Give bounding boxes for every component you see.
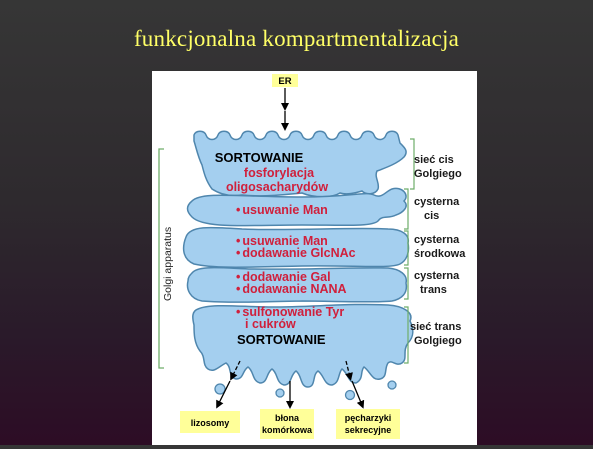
side-label-cis-cisterna: cysterna cis [404,189,460,229]
svg-text:sieć cis: sieć cis [414,154,454,166]
cis-cisterna-item1: •usuwanie Man [236,203,328,217]
medial-cisterna-item2-text: dodawanie GlcNAc [242,246,355,260]
side-label-cis-network: sieć cis Golgiego [410,139,462,189]
svg-text:trans: trans [420,284,447,296]
svg-text:cysterna: cysterna [414,270,460,282]
golgi-bracket: Golgi apparatus [159,149,174,368]
svg-text:sekrecyjne: sekrecyjne [345,425,392,435]
golgi-diagram-svg: ER Golgi apparatus SORTOWANIE fosforylac… [152,71,477,445]
svg-text:komórkowa: komórkowa [262,425,313,435]
svg-text:cis: cis [424,210,439,222]
medial-cisterna-item2: •dodawanie GlcNAc [236,246,356,260]
svg-text:cysterna: cysterna [414,234,460,246]
trans-cisterna-item2: •dodawanie NANA [236,282,347,296]
svg-text:Golgiego: Golgiego [414,335,462,347]
side-label-trans-cisterna: cysterna trans [404,268,460,299]
side-label-medial-cisterna: cysterna środkowa [404,231,466,265]
svg-text:pęcharzyki: pęcharzyki [345,413,392,423]
svg-text:Golgiego: Golgiego [414,168,462,180]
trans-network-heading: SORTOWANIE [237,332,326,347]
trans-cisterna-item2-text: dodawanie NANA [242,282,346,296]
golgi-diagram: ER Golgi apparatus SORTOWANIE fosforylac… [152,71,477,445]
vesicle [388,381,396,389]
cis-cisterna-item1-text: usuwanie Man [242,203,327,217]
svg-text:błona: błona [275,413,300,423]
cis-network-heading: SORTOWANIE [215,150,304,165]
destination-membrane: błona komórkowa [260,409,314,439]
svg-text:sieć trans: sieć trans [410,321,461,333]
vesicle [276,389,284,397]
er-label: ER [278,76,291,87]
destination-vesicles: pęcharzyki sekrecyjne [336,409,400,439]
cis-network-line1: fosforylacja [244,166,315,180]
trans-network-item1b: i cukrów [245,317,296,331]
destination-lysosomes: lizosomy [180,411,240,433]
slide-title: funkcjonalna kompartmentalizacja [0,26,593,52]
golgi-apparatus-label: Golgi apparatus [162,227,174,301]
vesicle [215,384,225,394]
svg-text:lizosomy: lizosomy [191,418,230,428]
er-box: ER [272,74,298,87]
svg-text:cysterna: cysterna [414,196,460,208]
vesicle [346,391,355,400]
svg-text:środkowa: środkowa [414,248,466,260]
cis-network-line2: oligosacharydów [226,180,328,194]
